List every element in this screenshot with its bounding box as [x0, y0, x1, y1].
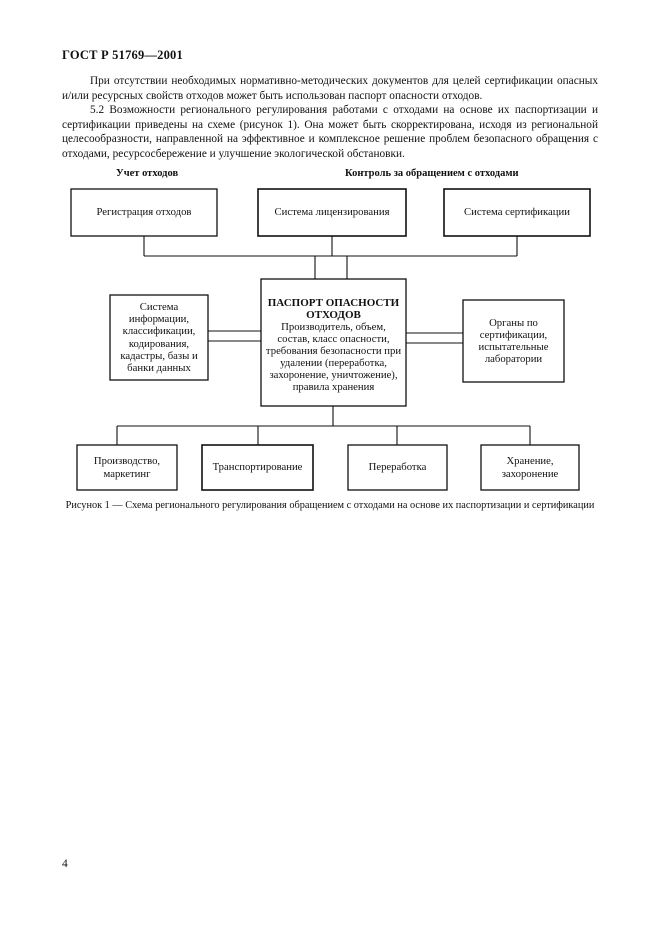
box-registration: Регистрация отходов: [96, 206, 192, 219]
page-number: 4: [62, 858, 68, 870]
box-border-production: [76, 444, 178, 491]
group-label-waste-accounting: Учет отходов: [116, 168, 179, 179]
passport-title: ПАСПОРТ ОПАСНОСТИ ОТХОДОВ: [267, 297, 400, 321]
box-certification: Система сертификации: [464, 206, 570, 219]
group-label-waste-control: Контроль за обращением с отходами: [345, 168, 519, 179]
paragraph-regional-regulation: 5.2 Возможности регионального регулирова…: [62, 104, 598, 160]
box-production: Производство, маркетинг: [93, 455, 161, 480]
document-header: ГОСТ Р 51769—2001: [62, 48, 183, 62]
box-certification-bodies: Органы по сертификации, испытательные ла…: [478, 316, 549, 366]
box-border-information: [109, 294, 209, 381]
box-border-transport: [201, 444, 314, 491]
figure-caption: Рисунок 1 — Схема регионального регулиро…: [65, 500, 595, 511]
box-information-system: Система информации, классификации, кодир…: [120, 300, 198, 374]
box-border-certification-bodies: [462, 299, 565, 383]
box-licensing: Система лицензирования: [274, 206, 390, 219]
paragraph-passport-usage: При отсутствии необходимых нормативно-ме…: [62, 75, 598, 102]
passport-body: Производитель, объем, состав, класс опас…: [265, 321, 402, 393]
box-border-storage: [480, 444, 580, 491]
box-border-processing: [347, 444, 448, 491]
box-transport: Транспортирование: [212, 461, 303, 474]
box-storage: Хранение, захоронение: [501, 455, 559, 480]
box-processing: Переработка: [368, 461, 427, 474]
box-waste-passport: ПАСПОРТ ОПАСНОСТИ ОТХОДОВ Производитель,…: [261, 279, 406, 406]
